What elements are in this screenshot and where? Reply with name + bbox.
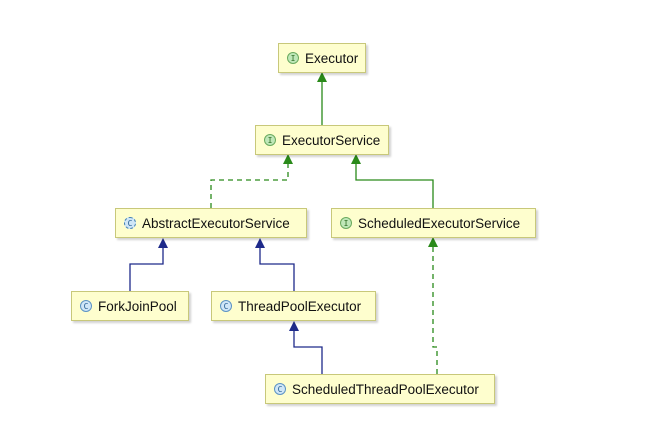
- edge-abstractexecutorservice-to-executorservice: [210, 154, 293, 208]
- edge-scheduledthreadpoolexecutor-to-threadpoolexecutor: [289, 321, 323, 374]
- edge-scheduledthreadpoolexecutor-to-scheduledexecutorservice: [428, 237, 438, 374]
- node-label: ForkJoinPool: [98, 298, 177, 314]
- class-icon: C: [220, 300, 232, 312]
- class-icon: C: [80, 300, 92, 312]
- node-label: AbstractExecutorService: [142, 215, 290, 231]
- edge-threadpoolexecutor-to-abstractexecutorservice: [255, 238, 295, 291]
- class-icon: C: [274, 383, 286, 395]
- node-executor[interactable]: I Executor: [278, 43, 366, 73]
- interface-icon: I: [287, 52, 299, 64]
- node-label: ExecutorService: [282, 132, 381, 148]
- node-scheduledexecutorservice[interactable]: I ScheduledExecutorService: [331, 208, 536, 238]
- node-label: ThreadPoolExecutor: [238, 298, 362, 314]
- interface-icon: I: [340, 217, 352, 229]
- node-label: ScheduledExecutorService: [358, 215, 521, 231]
- abstract-class-icon: C: [124, 217, 136, 229]
- node-label: ScheduledThreadPoolExecutor: [292, 381, 479, 397]
- interface-icon: I: [264, 134, 276, 146]
- node-scheduledthreadpoolexecutor[interactable]: C ScheduledThreadPoolExecutor: [265, 374, 495, 404]
- node-executorservice[interactable]: I ExecutorService: [255, 125, 389, 155]
- edge-forkjoinpool-to-abstractexecutorservice: [129, 238, 168, 291]
- node-threadpoolexecutor[interactable]: C ThreadPoolExecutor: [211, 291, 376, 321]
- node-label: Executor: [305, 50, 359, 66]
- edge-scheduledexecutorservice-to-executorservice: [351, 154, 434, 208]
- node-abstractexecutorservice[interactable]: C AbstractExecutorService: [115, 208, 307, 238]
- node-forkjoinpool[interactable]: C ForkJoinPool: [71, 291, 189, 321]
